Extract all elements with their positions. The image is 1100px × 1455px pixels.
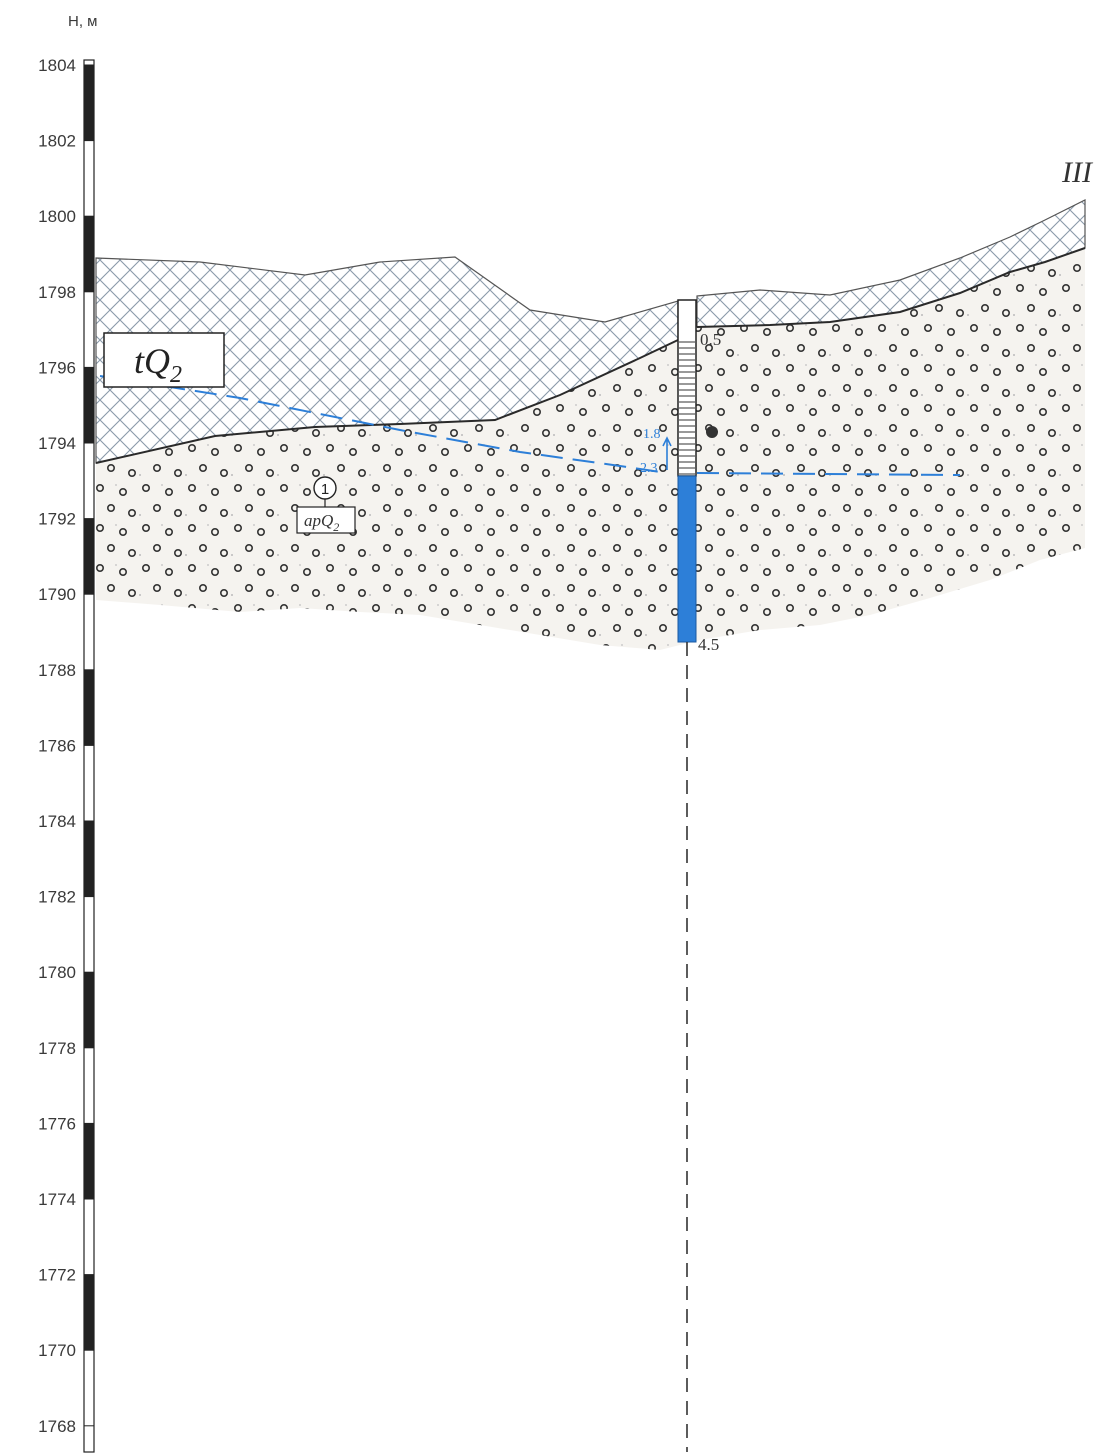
svg-text:tQ2: tQ2 — [134, 341, 182, 388]
axis-segment — [84, 367, 94, 443]
axis-tick-label: 1770 — [38, 1341, 76, 1360]
lower-layer-index: apQ — [304, 511, 333, 530]
upper-layer-index: tQ — [134, 341, 170, 381]
water-level-value: 2.3 — [640, 461, 658, 476]
axis-segment — [84, 518, 94, 595]
axis-segment — [84, 669, 94, 746]
well-top-depth: 0.5 — [700, 330, 721, 349]
upper-layer-sub: 2 — [170, 362, 182, 388]
sample-point-icon — [706, 426, 718, 438]
gravel-layer — [96, 248, 1085, 650]
svg-text:apQ2: apQ2 — [304, 511, 339, 534]
layer-boundary — [95, 339, 679, 464]
axis-tick-label: 1792 — [38, 510, 76, 529]
axis-segments — [84, 64, 94, 1427]
water-rise-value: 1.8 — [643, 427, 661, 442]
lower-layer-sub: 2 — [333, 520, 339, 534]
axis-bar — [83, 59, 95, 1453]
axis-tick-label: 1794 — [38, 434, 76, 453]
axis-segment — [84, 1123, 94, 1199]
elevation-axis: Н, м 1804 1802 1800 1798 1796 1794 1792 1790 178… — [38, 13, 97, 1453]
groundwater-level-line — [99, 375, 661, 473]
well-bottom-depth: 4.5 — [698, 635, 719, 654]
axis-tick-label: 1788 — [38, 661, 76, 680]
groundwater-level-line-right — [696, 472, 961, 476]
water-rise-arrow-icon — [662, 436, 672, 470]
axis-tick-label: 1768 — [38, 1417, 76, 1436]
axis-tick-label: 1786 — [38, 736, 76, 755]
axis-segment — [84, 1274, 94, 1351]
axis-tick-label: 1774 — [38, 1190, 76, 1209]
axis-tick-label: 1778 — [38, 1039, 76, 1058]
section-label: III — [1061, 156, 1094, 189]
axis-tick-label: 1780 — [38, 963, 76, 982]
borehole-ticks — [679, 341, 695, 475]
axis-segment — [84, 216, 94, 292]
layer-number: 1 — [321, 481, 329, 498]
axis-tick-label: 1796 — [38, 358, 76, 377]
axis-tick-label: 1800 — [38, 207, 76, 226]
axis-unit-label: Н, м — [68, 13, 97, 30]
axis-tick-label: 1798 — [38, 283, 76, 302]
axis-tick-label: 1776 — [38, 1114, 76, 1133]
layer-label-upper: tQ2 — [103, 332, 225, 388]
axis-segment — [84, 821, 94, 897]
axis-tick-label: 1772 — [38, 1266, 76, 1285]
axis-tick-label: 1782 — [38, 888, 76, 907]
axis-segment — [84, 972, 94, 1048]
borehole: 0.5 4.5 1.8 2.3 — [640, 299, 721, 1452]
axis-segment — [84, 65, 94, 141]
borehole-water-column — [677, 475, 697, 643]
layer-label-lower: 1 apQ2 — [296, 476, 356, 534]
axis-tick-label: 1790 — [38, 585, 76, 604]
layer-boundary-right — [696, 247, 1086, 328]
axis-tick-label: 1804 — [38, 56, 76, 75]
axis-tick-label: 1784 — [38, 812, 76, 831]
axis-tick-label: 1802 — [38, 132, 76, 151]
axis-tick-labels: 1804 1802 1800 1798 1796 1794 1792 1790 1788 1786… — [38, 56, 76, 1436]
